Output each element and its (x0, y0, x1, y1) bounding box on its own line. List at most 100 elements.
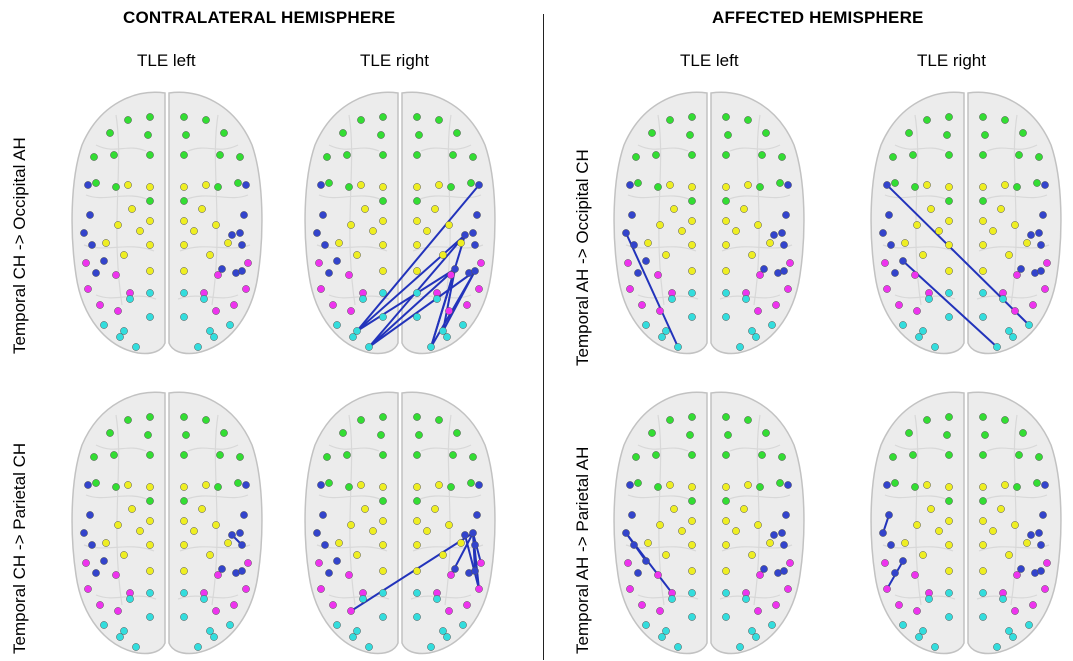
electrode-node-central (688, 541, 696, 549)
electrode-node-temporal (469, 529, 477, 537)
electrode-node-parietal (315, 259, 323, 267)
electrode-node-frontal (632, 453, 640, 461)
electrode-node-parietal (96, 301, 104, 309)
electrode-node-central (913, 221, 921, 229)
electrode-node-occipital (200, 595, 208, 603)
electrode-node-frontal (979, 497, 987, 505)
electrode-node-occipital (427, 343, 435, 351)
electrode-node-frontal (756, 183, 764, 191)
electrode-node-temporal (92, 569, 100, 577)
electrode-node-parietal (626, 285, 634, 293)
electrode-node-frontal (889, 153, 897, 161)
electrode-node-occipital (365, 343, 373, 351)
electrode-node-temporal (242, 181, 250, 189)
electrode-node-temporal (885, 511, 893, 519)
electrode-node-parietal (786, 259, 794, 267)
electrode-node-central (379, 517, 387, 525)
electrode-node-central (979, 217, 987, 225)
electrode-node-parietal (447, 571, 455, 579)
electrode-node-frontal (1001, 416, 1009, 424)
electrode-node-occipital (379, 613, 387, 621)
electrode-node-occipital (210, 633, 218, 641)
electrode-node-central (662, 251, 670, 259)
electrode-node-central (945, 541, 953, 549)
electrode-node-frontal (236, 153, 244, 161)
electrode-node-temporal (879, 529, 887, 537)
electrode-node-frontal (1015, 451, 1023, 459)
electrode-node-frontal (467, 479, 475, 487)
electrode-node-frontal (234, 479, 242, 487)
electrode-node-parietal (114, 307, 122, 315)
electrode-node-temporal (473, 211, 481, 219)
electrode-node-occipital (662, 627, 670, 635)
electrode-node-central (722, 483, 730, 491)
electrode-node-temporal (321, 241, 329, 249)
electrode-node-temporal (784, 181, 792, 189)
electrode-node-frontal (778, 153, 786, 161)
electrode-node-parietal (242, 585, 250, 593)
electrode-node-frontal (449, 451, 457, 459)
electrode-node-frontal (724, 431, 732, 439)
electrode-node-temporal (228, 531, 236, 539)
electrode-node-frontal (762, 129, 770, 137)
electrode-node-temporal (628, 211, 636, 219)
electrode-node-occipital (899, 321, 907, 329)
brain-panel-contra-tle-right-occipital (304, 91, 496, 355)
electrode-node-parietal (1013, 571, 1021, 579)
electrode-node-parietal (654, 571, 662, 579)
electrode-node-occipital (742, 295, 750, 303)
electrode-node-temporal (321, 541, 329, 549)
electrode-node-parietal (881, 259, 889, 267)
electrode-node-parietal (477, 259, 485, 267)
electrode-node-occipital (674, 343, 682, 351)
electrode-node-frontal (202, 116, 210, 124)
electrode-node-frontal (722, 197, 730, 205)
electrode-node-central (1011, 221, 1019, 229)
electrode-node-central (656, 521, 664, 529)
electrode-node-temporal (86, 211, 94, 219)
electrode-node-central (989, 527, 997, 535)
electrode-node-central (678, 227, 686, 235)
electrode-node-parietal (329, 301, 337, 309)
electrode-node-temporal (885, 211, 893, 219)
electrode-node-temporal (313, 529, 321, 537)
electrode-node-central (146, 541, 154, 549)
electrode-node-central (732, 227, 740, 235)
electrode-node-temporal (80, 529, 88, 537)
electrode-node-frontal (981, 431, 989, 439)
electrode-node-frontal (236, 453, 244, 461)
electrode-node-occipital (1025, 621, 1033, 629)
electrode-node-parietal (656, 307, 664, 315)
electrode-node-frontal (379, 451, 387, 459)
electrode-node-occipital (979, 313, 987, 321)
electrode-node-occipital (642, 321, 650, 329)
electrode-node-occipital (180, 313, 188, 321)
electrode-node-parietal (445, 607, 453, 615)
electrode-node-central (198, 505, 206, 513)
electrode-node-occipital (439, 327, 447, 335)
electrode-node-frontal (112, 183, 120, 191)
electrode-node-central (901, 539, 909, 547)
electrode-node-frontal (979, 451, 987, 459)
electrode-node-central (413, 541, 421, 549)
electrode-node-parietal (82, 259, 90, 267)
electrode-node-occipital (206, 327, 214, 335)
electrode-node-temporal (84, 181, 92, 189)
electrode-node-temporal (784, 481, 792, 489)
electrode-node-temporal (1035, 229, 1043, 237)
electrode-node-frontal (744, 116, 752, 124)
electrode-node-central (1001, 181, 1009, 189)
electrode-node-frontal (413, 151, 421, 159)
electrode-node-central (678, 527, 686, 535)
electrode-node-central (1005, 251, 1013, 259)
electrode-node-frontal (202, 416, 210, 424)
electrode-node-occipital (413, 613, 421, 621)
electrode-node-occipital (722, 313, 730, 321)
electrode-node-temporal (642, 557, 650, 565)
electrode-node-central (666, 481, 674, 489)
electrode-node-occipital (722, 613, 730, 621)
electrode-node-temporal (642, 257, 650, 265)
electrode-node-central (945, 217, 953, 225)
electrode-node-central (180, 567, 188, 575)
electrode-node-frontal (648, 429, 656, 437)
